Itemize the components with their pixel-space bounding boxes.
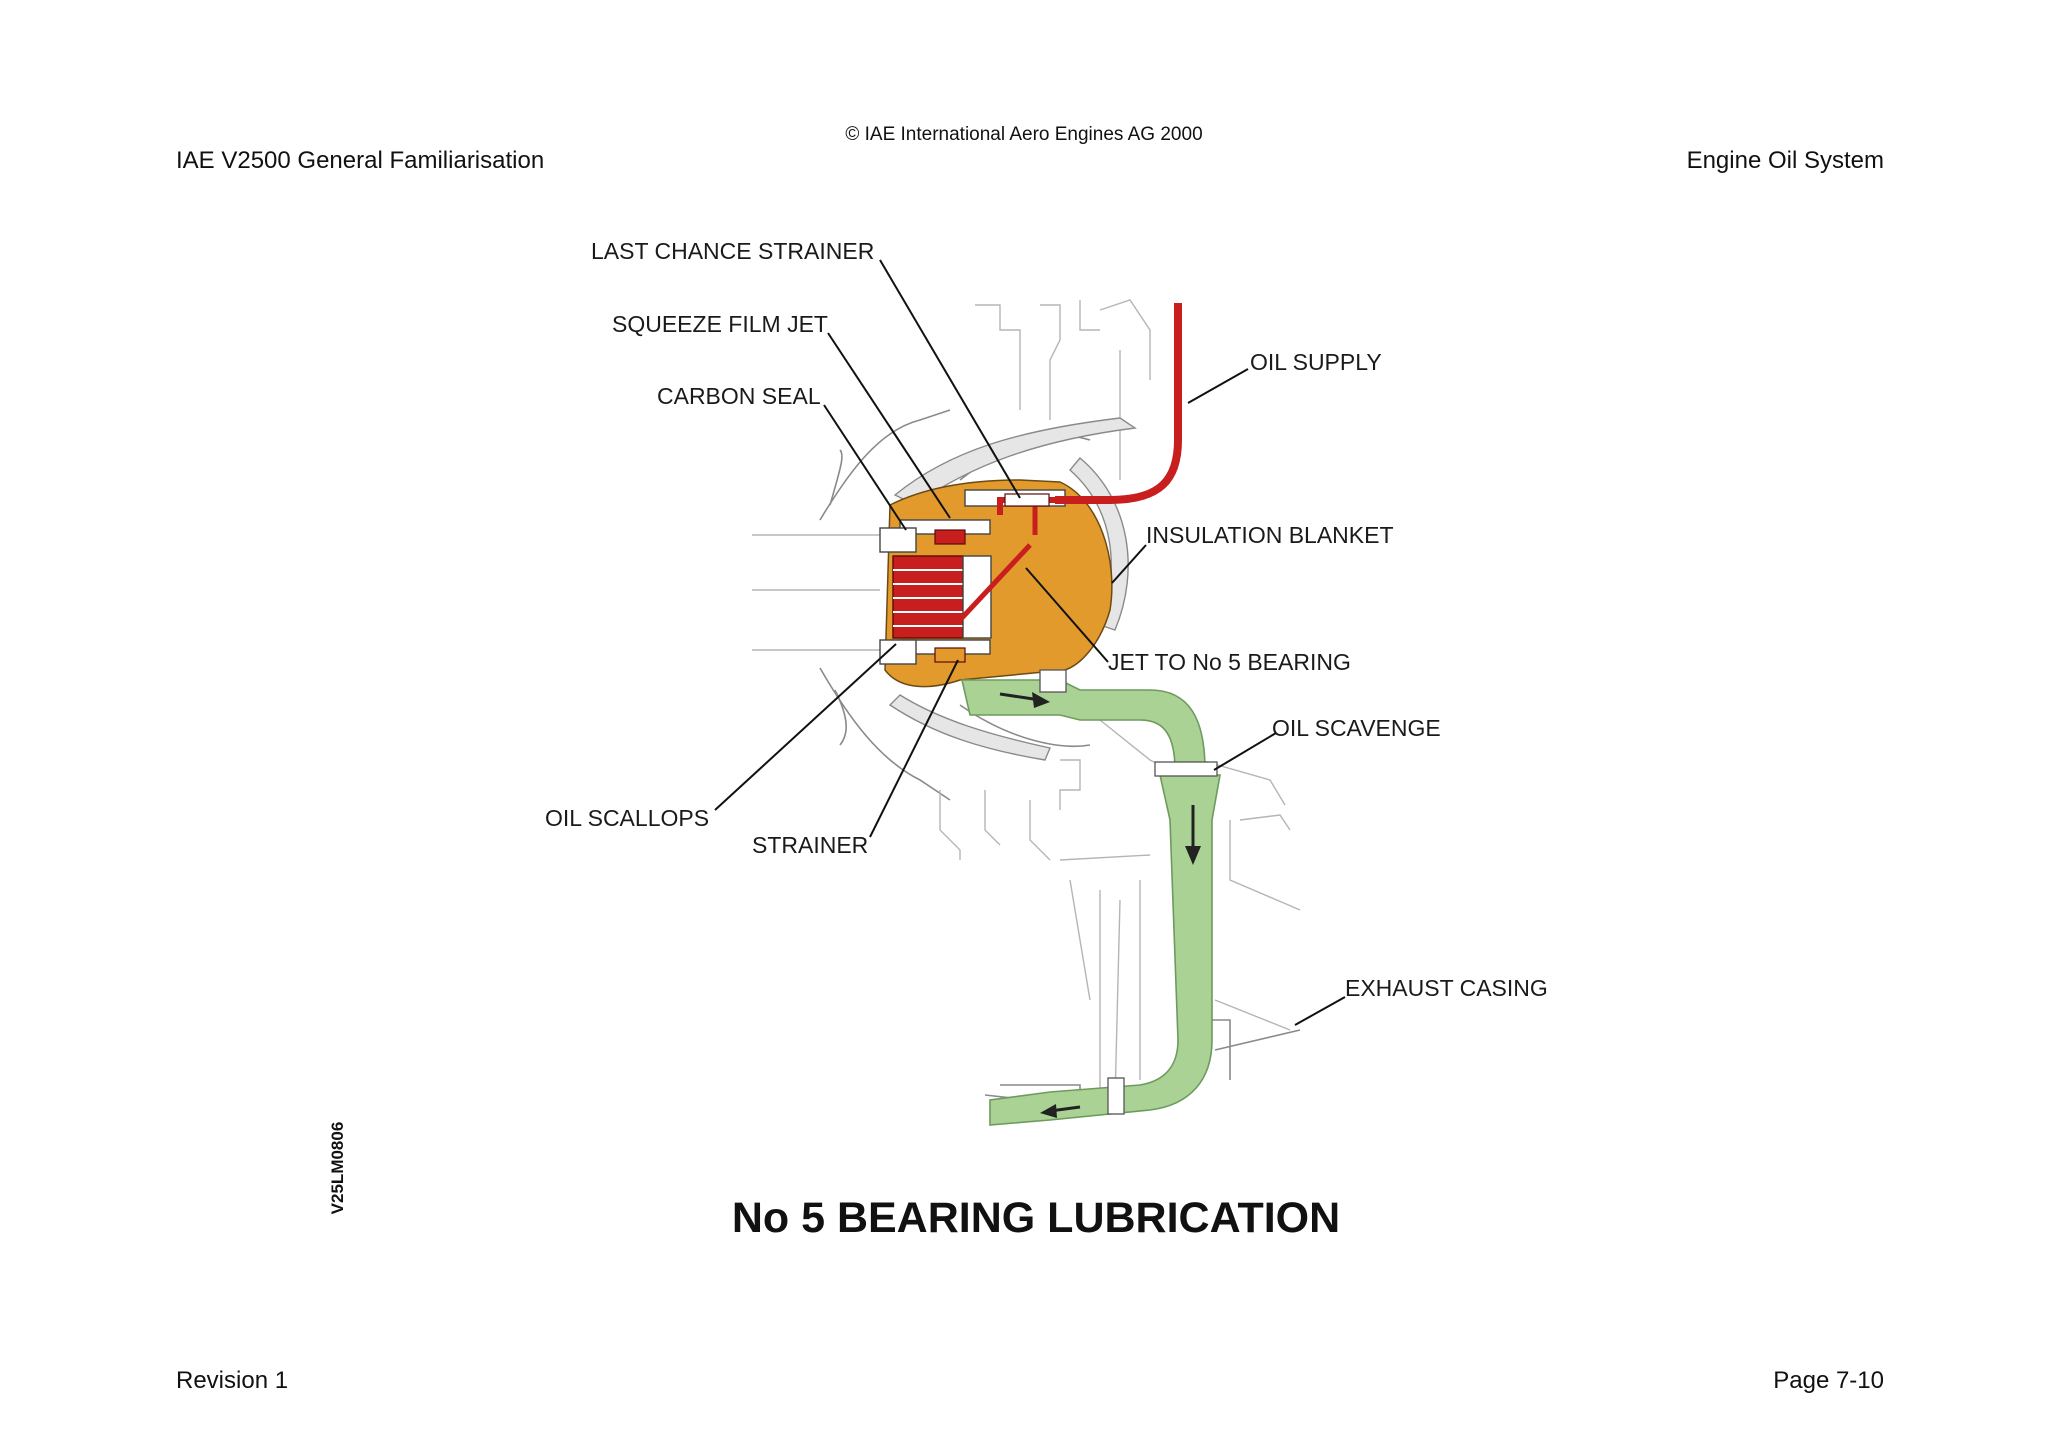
figure-reference: V25LM0806 (328, 1122, 347, 1215)
revision-number: Revision 1 (176, 1367, 289, 1394)
label-oil-scavenge: OIL SCAVENGE (1272, 715, 1441, 741)
label-oil-scallops: OIL SCALLOPS (545, 805, 709, 831)
label-squeeze-film-jet: SQUEEZE FILM JET (612, 311, 828, 337)
oil-supply-line (958, 303, 1182, 622)
page-number: Page 7-10 (1773, 1367, 1884, 1394)
label-strainer: STRAINER (752, 832, 868, 858)
label-exhaust-casing: EXHAUST CASING (1345, 975, 1548, 1001)
copyright-notice: © IAE International Aero Engines AG 2000 (845, 124, 1203, 145)
diagram-labels: LAST CHANCE STRAINER SQUEEZE FILM JET CA… (545, 238, 1548, 1001)
section-title: Engine Oil System (1686, 147, 1884, 174)
label-insulation-blanket: INSULATION BLANKET (1146, 522, 1394, 548)
label-carbon-seal: CARBON SEAL (657, 383, 821, 409)
diagram-title: No 5 BEARING LUBRICATION (732, 1194, 1340, 1242)
document-title: IAE V2500 General Familiarisation (176, 147, 545, 174)
label-last-chance-strainer: LAST CHANCE STRAINER (591, 238, 874, 264)
oil-scavenge-line (960, 669, 1221, 1126)
leader-lines (714, 259, 1346, 1026)
label-jet-to-no5-bearing: JET TO No 5 BEARING (1108, 649, 1351, 675)
label-oil-supply: OIL SUPPLY (1250, 349, 1382, 375)
